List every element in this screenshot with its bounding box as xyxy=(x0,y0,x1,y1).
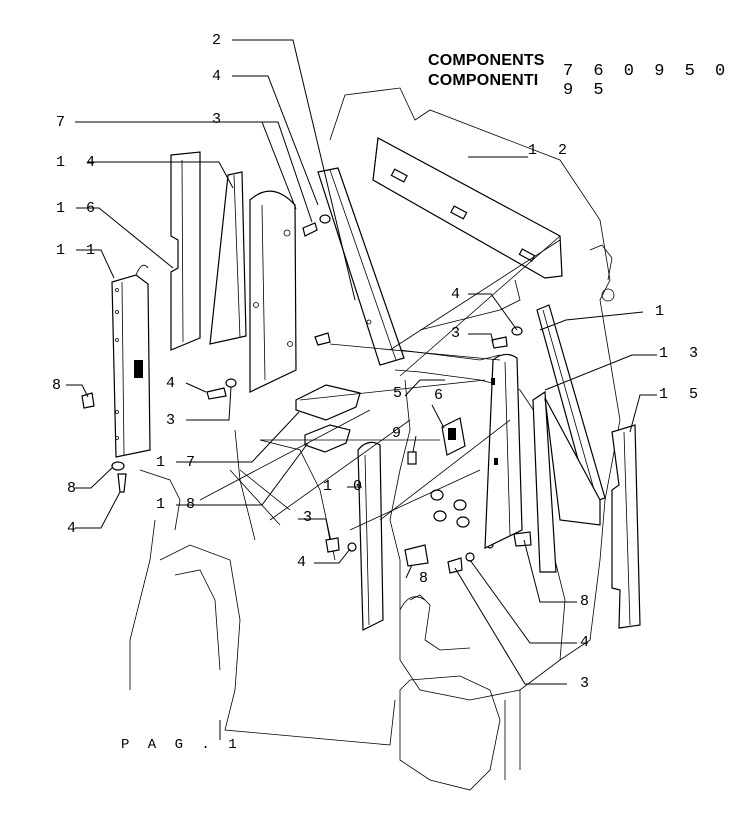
callout-2: 2 xyxy=(212,32,228,49)
part-7-curved-panel xyxy=(249,190,297,393)
part-2-vertical-strip xyxy=(317,167,405,366)
part-1-right-post xyxy=(484,353,523,549)
callout-3: 3 xyxy=(166,412,182,429)
header-title-components: COMPONENTS xyxy=(428,52,545,69)
header-title-componenti: COMPONENTI xyxy=(428,72,539,89)
callout-8: 8 xyxy=(580,593,596,610)
callout-4: 8 xyxy=(67,480,83,497)
callout-3: 3 xyxy=(212,111,228,128)
callout-9: 9 xyxy=(392,425,408,442)
callout-4: 4 xyxy=(212,68,228,85)
callout-3: 3 xyxy=(303,509,319,526)
callout-3: 4 xyxy=(67,520,83,537)
callout-5: 5 xyxy=(393,385,409,402)
callout-18: 1 8 xyxy=(156,496,202,513)
part-6-bracket xyxy=(441,417,466,456)
callout-12: 1 2 xyxy=(528,142,574,159)
parts-17-18-pads xyxy=(295,384,361,453)
callout-8: 8 xyxy=(52,377,68,394)
callout-4: 4 xyxy=(580,634,596,651)
callout-4: 4 xyxy=(297,554,313,571)
callout-10: 1 0 xyxy=(323,478,369,495)
callout-17: 1 7 xyxy=(156,454,202,471)
callout-3: 3 xyxy=(451,325,467,342)
callout-13: 1 3 xyxy=(659,345,705,362)
callout-3: 3 xyxy=(580,675,596,692)
part-13-strip xyxy=(532,304,606,573)
callout-14: 1 4 xyxy=(56,154,102,171)
part-14-strip xyxy=(209,171,247,345)
part-12-top-crossbar xyxy=(372,137,563,279)
leader-lines xyxy=(66,39,657,740)
part-16-foam-panel xyxy=(170,151,201,351)
page-reference: P A G . 1 xyxy=(121,737,242,753)
callout-6: 6 xyxy=(434,387,450,404)
part-10-channel xyxy=(357,441,384,631)
fasteners xyxy=(81,214,532,574)
callout-4: 4 xyxy=(451,286,467,303)
callout-16: 1 6 xyxy=(56,200,102,217)
part-15-foam-panel xyxy=(611,424,641,629)
callout-11: 1 1 xyxy=(56,242,102,259)
catalog-code: 7 6 0 9 5 0 9 5 xyxy=(563,62,731,100)
callout-1: 1 xyxy=(655,303,671,320)
callout-15: 1 5 xyxy=(659,386,705,403)
callout-4: 4 xyxy=(166,375,182,392)
part-11-left-post xyxy=(111,264,151,458)
callout-8: 8 xyxy=(419,570,435,587)
callout-7: 7 xyxy=(56,114,72,131)
